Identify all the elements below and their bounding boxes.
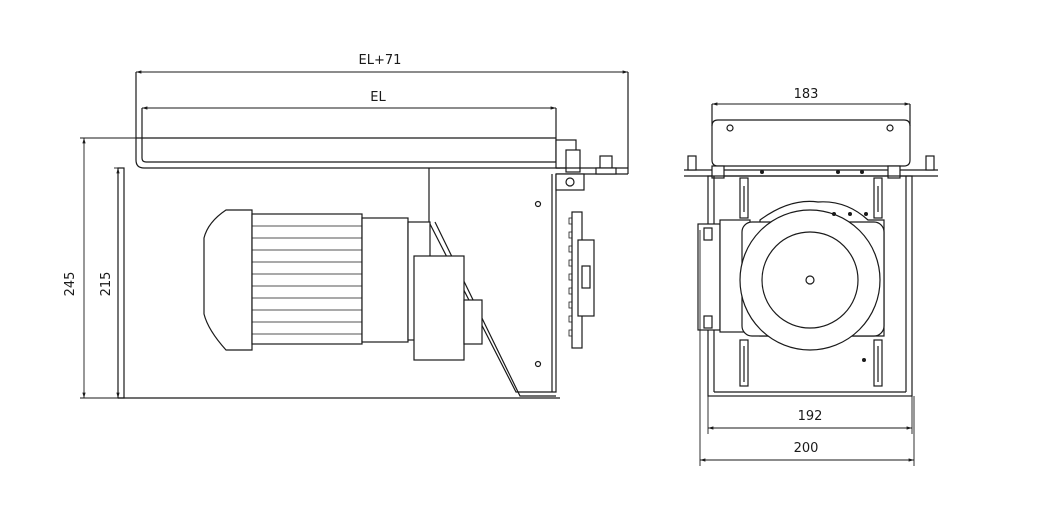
dimension-width-183: 183	[712, 87, 910, 106]
frame	[707, 175, 913, 397]
motor-end	[739, 200, 885, 362]
dim-label-183: 183	[794, 87, 819, 102]
end-view	[684, 104, 938, 397]
dimension-height-215: 215	[99, 167, 124, 398]
dim-label-200: 200	[794, 441, 819, 456]
dimension-width-192: 192	[707, 396, 913, 434]
right-bolt-icon	[925, 155, 935, 171]
side-view	[117, 72, 629, 399]
dimension-width-200: 200	[699, 230, 915, 466]
gear-housing	[117, 167, 585, 399]
left-bolt-icon	[687, 155, 697, 171]
dimension-el: EL	[142, 90, 556, 110]
top-bracket	[684, 104, 938, 179]
top-rail	[135, 72, 629, 175]
dimension-el-plus-71: EL+71	[136, 53, 628, 74]
rail-bolt-icon	[599, 155, 613, 169]
dim-label-215: 215	[99, 272, 114, 297]
dim-label-192: 192	[798, 409, 823, 424]
motor	[203, 209, 483, 361]
dimension-height-245: 245	[63, 137, 136, 399]
sprocket	[568, 211, 595, 349]
dim-label-el-plus-71: EL+71	[359, 53, 402, 68]
dim-label-245: 245	[63, 272, 78, 297]
dim-label-el: EL	[370, 90, 386, 105]
